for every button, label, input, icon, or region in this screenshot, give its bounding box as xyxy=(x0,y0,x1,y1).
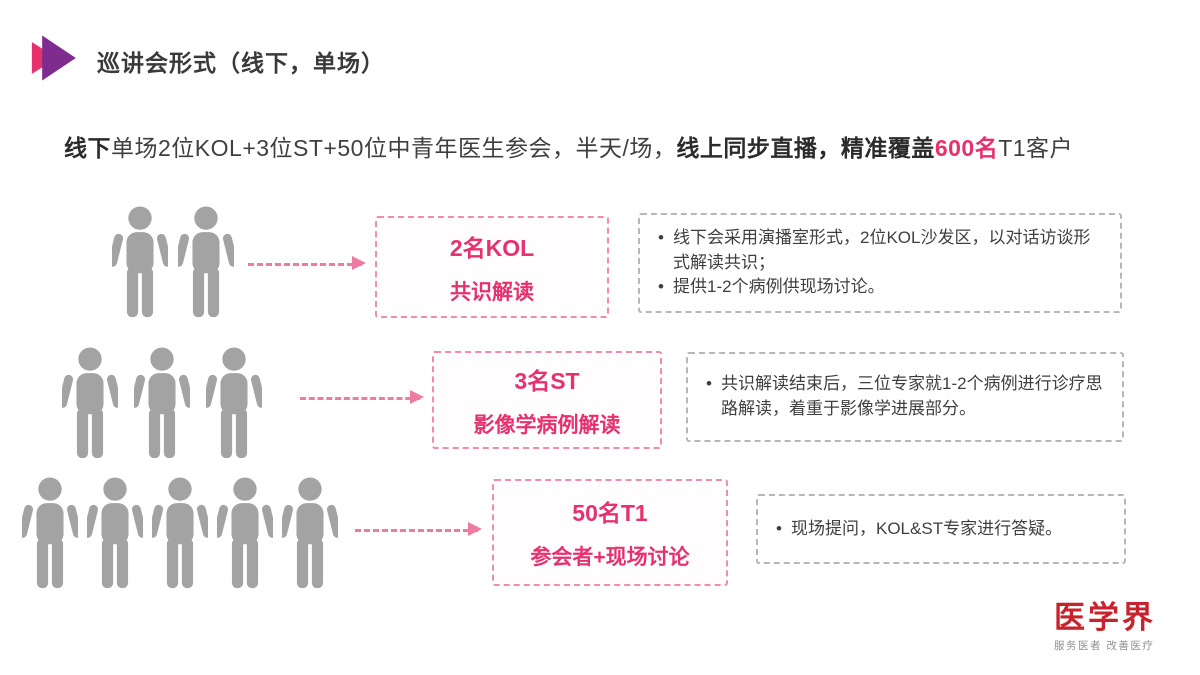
subtitle-seg: T1客户 xyxy=(998,135,1074,161)
note-item: 线下会采用演播室形式，2位KOL沙发区，以对话访谈形式解读共识； xyxy=(656,226,1104,275)
slide-logo-chevron-icon xyxy=(31,35,76,81)
arrow-head-icon xyxy=(352,255,366,270)
note-list: 线下会采用演播室形式，2位KOL沙发区，以对话访谈形式解读共识； 提供1-2个病… xyxy=(656,226,1104,300)
subtitle-seg-bold: 精准覆盖 xyxy=(840,135,935,161)
person-icon xyxy=(282,477,338,589)
arrow-line xyxy=(355,529,478,532)
person-icon xyxy=(87,477,143,589)
subtitle-seg: 单场2位KOL+3位ST+50位中青年医生参会，半天/场， xyxy=(111,135,677,161)
note-item: 现场提问，KOL&ST专家进行答疑。 xyxy=(774,517,1108,542)
people-group-kol xyxy=(112,206,234,318)
person-icon xyxy=(62,347,118,459)
subtitle-highlight-600: 600名 xyxy=(934,135,999,161)
brand-tagline: 服务医者 改善医疗 xyxy=(1054,640,1155,652)
label-box-line2: 共识解读 xyxy=(450,280,534,304)
brand-name: 医学界 xyxy=(1054,599,1156,635)
subtitle-seg-bold: 线上同步直播， xyxy=(676,135,841,161)
label-box-line1: 2名KOL xyxy=(449,234,535,261)
note-list: 共识解读结束后，三位专家就1-2个病例进行诊疗思路解读，着重于影像学进展部分。 xyxy=(704,372,1106,421)
label-box-line1: 3名ST xyxy=(514,367,580,394)
person-icon xyxy=(112,206,168,318)
subtitle-line: 线下单场2位KOL+3位ST+50位中青年医生参会，半天/场，线上同步直播，精准… xyxy=(64,129,1073,163)
note-item: 提供1-2个病例供现场讨论。 xyxy=(656,275,1104,300)
arrow-head-icon xyxy=(410,389,424,404)
person-icon xyxy=(22,477,78,589)
label-box-line2: 影像学病例解读 xyxy=(473,413,621,437)
label-box-t1: 50名T1 参会者+现场讨论 xyxy=(492,479,728,586)
note-item: 共识解读结束后，三位专家就1-2个病例进行诊疗思路解读，着重于影像学进展部分。 xyxy=(704,372,1106,421)
note-list: 现场提问，KOL&ST专家进行答疑。 xyxy=(774,517,1108,542)
person-icon xyxy=(134,347,190,459)
people-group-st xyxy=(62,347,262,459)
person-icon xyxy=(178,206,234,318)
arrow-line xyxy=(300,397,420,400)
label-box-line1: 50名T1 xyxy=(572,500,648,526)
note-box-kol: 线下会采用演播室形式，2位KOL沙发区，以对话访谈形式解读共识； 提供1-2个病… xyxy=(638,213,1122,313)
page-title: 巡讲会形式（线下，单场） xyxy=(97,50,385,76)
person-icon xyxy=(217,477,273,589)
arrow-head-icon xyxy=(468,521,482,536)
note-box-t1: 现场提问，KOL&ST专家进行答疑。 xyxy=(756,494,1126,564)
note-box-st: 共识解读结束后，三位专家就1-2个病例进行诊疗思路解读，着重于影像学进展部分。 xyxy=(686,352,1124,442)
label-box-kol: 2名KOL 共识解读 xyxy=(375,216,609,318)
arrow-line xyxy=(248,263,362,266)
label-box-st: 3名ST 影像学病例解读 xyxy=(432,351,662,449)
brand-logo: 医学界 服务医者 改善医疗 xyxy=(1054,599,1156,653)
person-icon xyxy=(152,477,208,589)
people-group-t1 xyxy=(22,477,338,589)
subtitle-seg-bold: 线下 xyxy=(64,135,111,161)
label-box-line2: 参会者+现场讨论 xyxy=(530,546,690,569)
person-icon xyxy=(206,347,262,459)
